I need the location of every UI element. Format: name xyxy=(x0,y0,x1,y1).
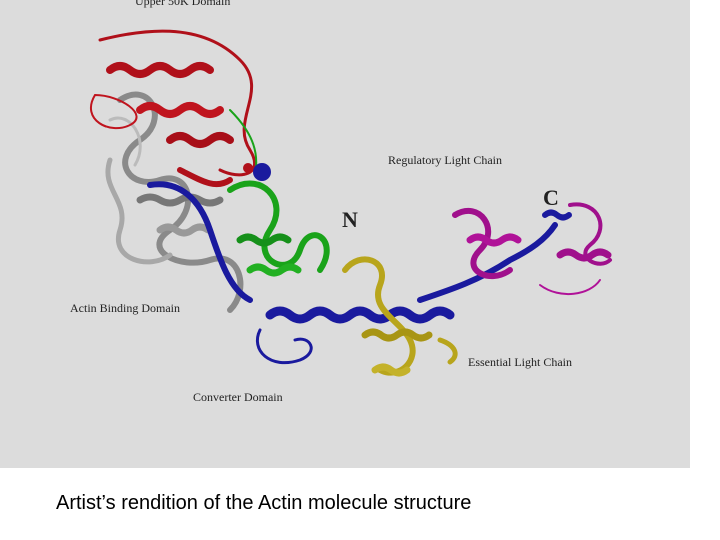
essential-light-chain-label: Essential Light Chain xyxy=(468,355,572,369)
upper-50k-domain-ribbon xyxy=(89,29,257,188)
regulatory-light-chain-label: Regulatory Light Chain xyxy=(388,153,502,167)
ribbon-diagram xyxy=(89,29,612,377)
right-margin xyxy=(690,0,720,468)
converter-domain-label: Converter Domain xyxy=(193,390,283,404)
heavy-chain-ribbon xyxy=(147,181,572,365)
figure-caption: Artist’s rendition of the Actin molecule… xyxy=(56,492,472,514)
upper-50k-domain-label: Upper 50K Domain xyxy=(135,0,231,8)
protein-structure-figure: Upper 50K Domain Regulatory Light Chain … xyxy=(0,0,690,468)
n-terminal-domain-ribbon xyxy=(227,109,330,277)
c-terminus-label: C xyxy=(543,185,559,210)
regulatory-light-chain-ribbon xyxy=(452,202,612,296)
essential-light-chain-ribbon xyxy=(342,256,458,377)
n-terminus-label: N xyxy=(342,207,358,232)
actin-binding-domain-label: Actin Binding Domain xyxy=(70,301,180,315)
